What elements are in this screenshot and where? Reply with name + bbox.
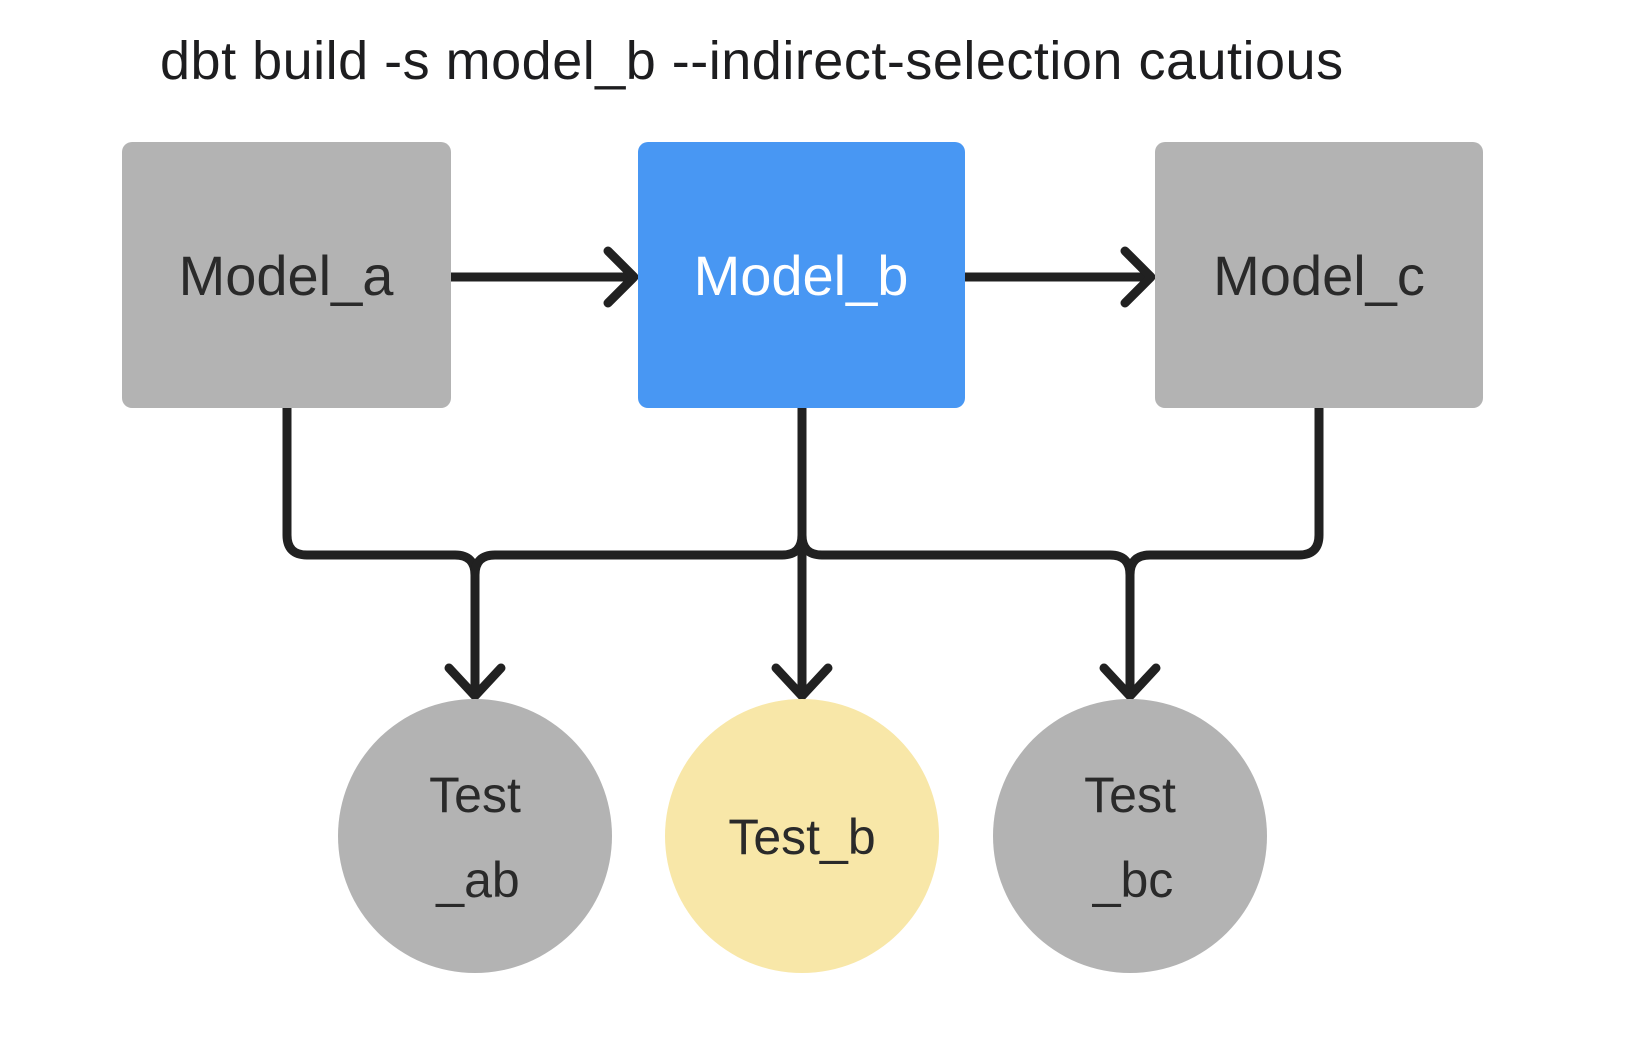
arrowhead-model-c-icon <box>1120 246 1156 308</box>
arrowhead-test-bc-icon <box>1099 663 1161 701</box>
edge-model-a-to-test-ab <box>282 403 480 697</box>
node-model-c-label: Model_c <box>1213 244 1425 307</box>
arrowhead-test-b-icon <box>771 663 833 701</box>
test-node-layer: Test _ab Test_b Test _bc <box>338 699 1267 973</box>
node-model-b-label: Model_b <box>694 244 909 307</box>
model-node-layer: Model_a Model_b Model_c <box>122 142 1483 408</box>
edge-model-c-to-test-bc <box>1125 403 1324 697</box>
node-model-a <box>122 142 451 408</box>
node-test-bc <box>993 699 1267 973</box>
node-model-a-label: Model_a <box>179 244 395 307</box>
edge-layer <box>282 246 1324 701</box>
diagram-title: dbt build -s model_b --indirect-selectio… <box>160 31 1344 91</box>
edge-model-b-to-test-bc <box>797 403 1135 697</box>
node-test-ab-label-line2: _ab <box>435 852 519 908</box>
arrowhead-test-ab-icon <box>444 663 506 701</box>
node-test-bc-label-line1: Test <box>1084 767 1176 823</box>
arrowhead-model-b-icon <box>603 246 639 308</box>
node-test-ab-label-line1: Test <box>429 767 521 823</box>
node-model-b <box>638 142 965 408</box>
node-test-b-label: Test_b <box>728 809 875 865</box>
node-test-bc-label-line2: _bc <box>1092 852 1174 908</box>
node-test-b <box>665 699 939 973</box>
edge-model-b-to-test-ab <box>470 403 807 697</box>
node-test-ab <box>338 699 612 973</box>
node-model-c <box>1155 142 1483 408</box>
